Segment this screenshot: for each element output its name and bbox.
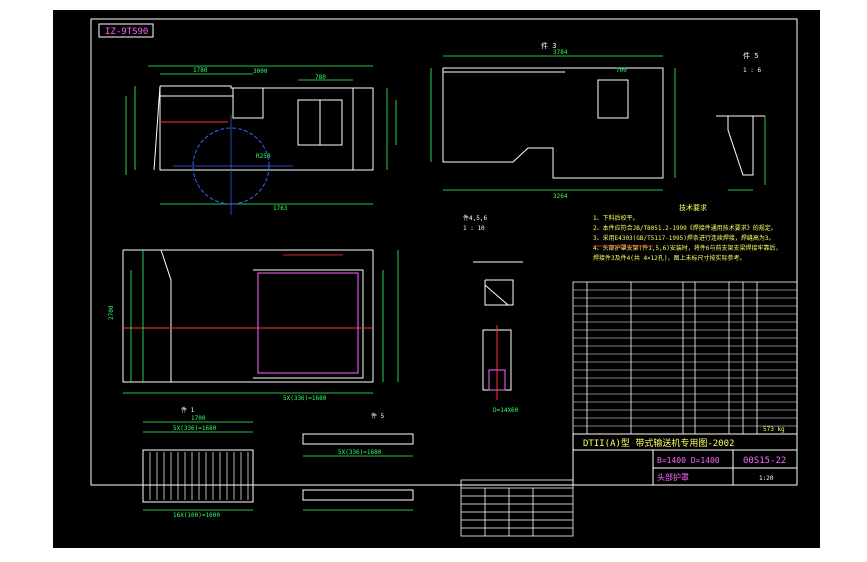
dim-d4: 780 xyxy=(315,74,326,81)
scale-value: 1:20 xyxy=(759,475,774,482)
front-view xyxy=(153,85,374,171)
req-line-3: 3、采用E4303(GB/T5117-1995)焊条进行连续焊接，焊缝高为3。 xyxy=(593,234,774,242)
plan-view xyxy=(122,249,374,383)
part-name: 头部护罩 xyxy=(657,472,689,482)
dim-d2: 3000 xyxy=(253,68,268,75)
bom-table xyxy=(572,281,798,435)
dim-d6: R250 xyxy=(256,153,271,160)
part5-dimensions xyxy=(728,116,766,191)
drawing-svg: IZ-9TS90 xyxy=(90,18,798,537)
dim-d8: 3784 xyxy=(553,49,568,56)
view-scale-b: 1 : 6 xyxy=(743,67,761,74)
bom-rows xyxy=(573,289,797,427)
view-scale-f: 1 : 10 xyxy=(463,225,485,232)
code-box-text: IZ-9TS90 xyxy=(105,27,148,37)
title-main: DTII(A)型 带式输送机专用图-2002 xyxy=(583,437,734,449)
cad-drawing-canvas[interactable]: IZ-9TS90 xyxy=(53,10,820,548)
dim-d7: 1763 xyxy=(273,205,288,212)
dim-d13: 5X(336)=1680 xyxy=(283,395,327,402)
sheet-border xyxy=(90,18,798,486)
req-line-1: 1、下料后校平。 xyxy=(593,214,639,222)
req-line-2: 2、本件应符合JB/T8051.2-1999《焊接件通用技术要求》的规定。 xyxy=(593,224,777,232)
plate-dimensions xyxy=(303,455,413,511)
dim-d14: 16X(100)=1600 xyxy=(173,512,220,519)
size-table xyxy=(460,479,574,537)
dim-d10: 3264 xyxy=(553,193,568,200)
dim-d9: 700 xyxy=(616,67,627,74)
view-label-f: 件4,5,6 xyxy=(463,214,487,222)
part3-view xyxy=(442,67,664,179)
dim-d15: 2700 xyxy=(108,305,115,320)
plan-view-dimensions xyxy=(123,250,399,394)
view-label-e: 件 1 xyxy=(181,406,195,414)
dim-d1: 1780 xyxy=(193,67,208,74)
part3-dimensions xyxy=(430,55,676,191)
reqs-title: 技术要求 xyxy=(679,203,707,212)
bracket-section xyxy=(482,325,512,400)
title-block xyxy=(572,433,798,486)
dim-d18: D=14X60 xyxy=(493,407,519,414)
dim-d12: 1700 xyxy=(191,415,206,422)
grate-view xyxy=(142,449,254,503)
view-label-a: 件 3 xyxy=(541,41,556,50)
drawing-number: 00S15-22 xyxy=(743,456,786,466)
req-line-5: 焊接件3及件4(共 4×12孔)，图上未标尺寸按实际参考。 xyxy=(593,254,746,262)
grate-dimensions xyxy=(143,421,253,511)
center-marks xyxy=(283,245,653,256)
grate-bars xyxy=(149,452,249,500)
view-label-b: 件 5 xyxy=(743,51,758,60)
req-line-4: 4、头部护罩支架(件1,5,6)安装时，将件6与前支架支梁焊接牢靠后， xyxy=(593,244,782,252)
part5-view xyxy=(716,115,765,176)
total-weight: 573 kg xyxy=(763,426,785,433)
plan-view-plates xyxy=(257,272,359,374)
view-label-c: 件 5 xyxy=(371,412,385,420)
bracket-view xyxy=(473,261,523,306)
title-params: B=1400 D=1400 xyxy=(657,456,720,465)
dim-d21: 5X(336)=1680 xyxy=(173,425,217,432)
dim-d16: 5X(336)=1680 xyxy=(338,449,382,456)
plate-view-upper xyxy=(302,433,414,501)
code-box xyxy=(98,23,154,38)
front-view-dimensions xyxy=(125,65,397,205)
